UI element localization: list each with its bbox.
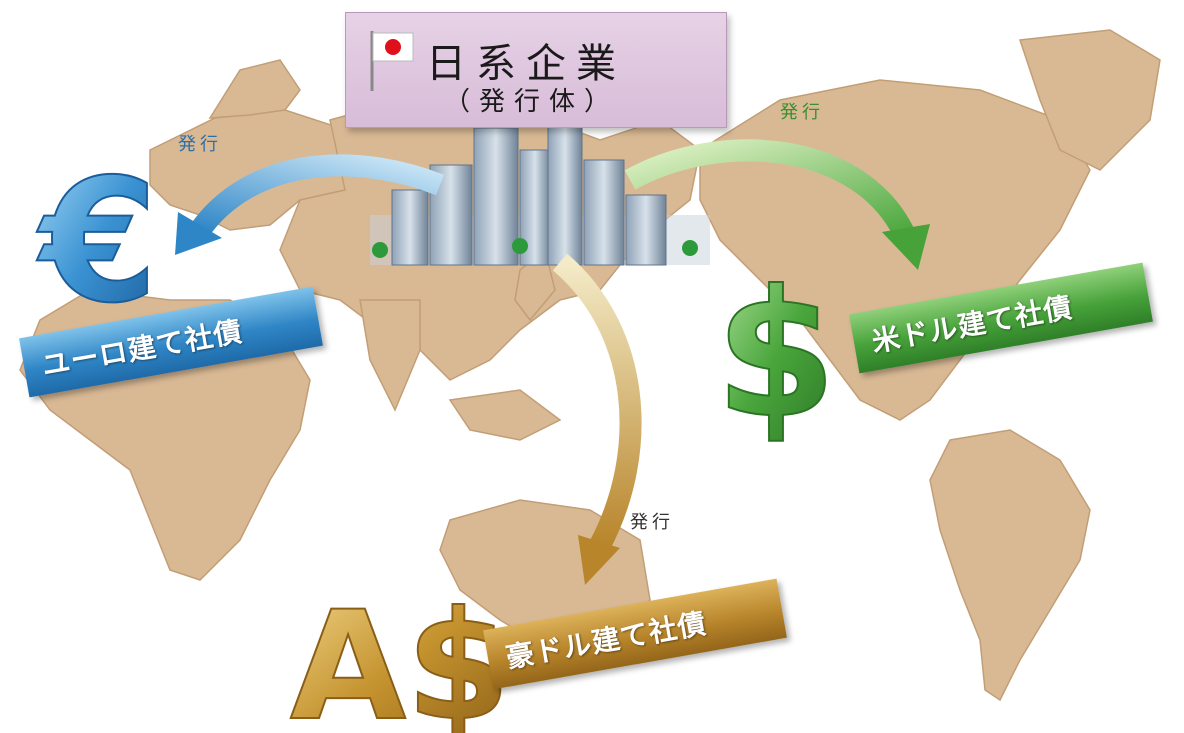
map-greenland bbox=[1018, 29, 1161, 171]
japan-flag-icon bbox=[370, 31, 414, 91]
euro-symbol-icon: € bbox=[36, 143, 158, 341]
usd-issue-label: 発行 bbox=[780, 102, 824, 123]
euro-issue-label: 発行 bbox=[178, 134, 222, 155]
arrow-to-usd bbox=[624, 139, 930, 270]
map-sea-islands bbox=[448, 389, 562, 441]
map-south-america bbox=[929, 429, 1091, 702]
dollar-symbol-icon: $ bbox=[715, 254, 837, 457]
arrow-to-aud bbox=[552, 253, 642, 585]
office-buildings-icon bbox=[370, 109, 710, 266]
map-india bbox=[359, 299, 421, 412]
issuer-subtitle: （発行体） bbox=[444, 87, 620, 117]
issuer-title-box: 日系企業 （発行体） bbox=[345, 12, 727, 128]
arrow-to-euro bbox=[175, 154, 444, 255]
aud-issue-label: 発行 bbox=[630, 512, 674, 533]
map-scandinavia bbox=[208, 59, 301, 119]
australian-dollar-symbol-icon: A$ bbox=[290, 580, 510, 733]
issuer-title: 日系企業 bbox=[426, 41, 626, 87]
